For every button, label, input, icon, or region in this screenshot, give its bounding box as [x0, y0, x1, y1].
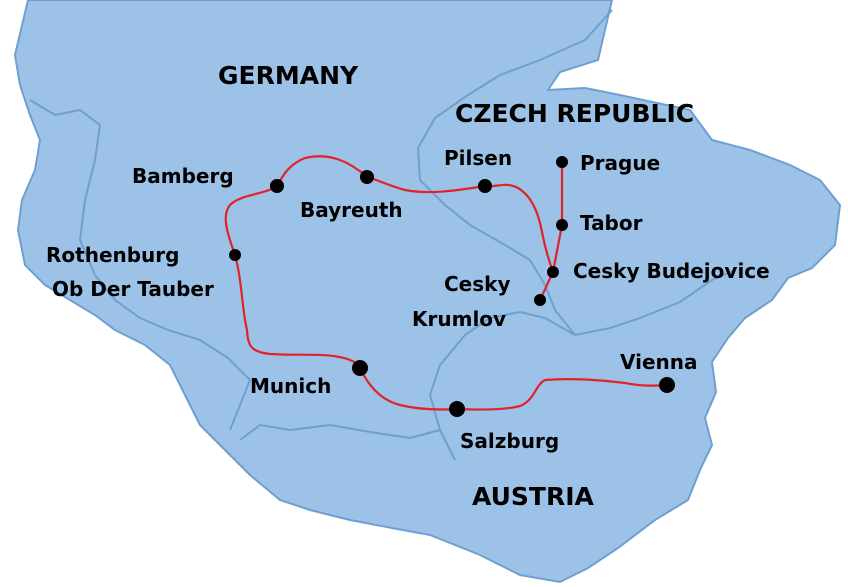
- city-label-prague: Prague: [580, 151, 660, 175]
- city-label-pilsen: Pilsen: [444, 146, 512, 170]
- city-marker-vienna: [659, 377, 675, 393]
- city-label-ob-der-tauber: Ob Der Tauber: [52, 277, 214, 301]
- border-germany-czech: [417, 9, 613, 336]
- city-label-rothenburg: Rothenburg: [46, 243, 179, 267]
- city-label-cesky-budejovice: Cesky Budejovice: [573, 259, 770, 283]
- border-west: [29, 99, 116, 301]
- border-south-west: [114, 299, 251, 431]
- city-label-vienna: Vienna: [620, 350, 698, 374]
- border-germany-austria: [429, 311, 576, 461]
- city-label-krumlov: Krumlov: [412, 307, 506, 331]
- city-marker-bamberg: [270, 179, 284, 193]
- city-label-bayreuth: Bayreuth: [300, 198, 403, 222]
- city-label-cesky: Cesky: [444, 272, 510, 296]
- city-marker-munich: [352, 360, 368, 376]
- land-region: [13, 0, 842, 584]
- country-label-germany: GERMANY: [218, 61, 359, 90]
- city-marker-tabor: [556, 219, 568, 231]
- city-marker-salzburg: [449, 401, 465, 417]
- city-marker-bayreuth: [360, 170, 374, 184]
- city-marker-cesky-budejovice: [547, 266, 559, 278]
- city-label-salzburg: Salzburg: [460, 429, 559, 453]
- border-czech-austria: [574, 269, 736, 336]
- city-marker-rothenburg: [229, 249, 241, 261]
- tour-route-line: [224, 155, 669, 411]
- city-marker-cesky-krumlov: [534, 294, 546, 306]
- city-label-munich: Munich: [250, 374, 331, 398]
- city-label-tabor: Tabor: [580, 211, 643, 235]
- border-austria-south: [239, 424, 441, 441]
- city-label-bamberg: Bamberg: [132, 164, 234, 188]
- city-marker-prague: [556, 156, 568, 168]
- country-label-czech-republic: CZECH REPUBLIC: [455, 99, 694, 128]
- city-marker-pilsen: [478, 179, 492, 193]
- country-label-austria: AUSTRIA: [472, 482, 594, 511]
